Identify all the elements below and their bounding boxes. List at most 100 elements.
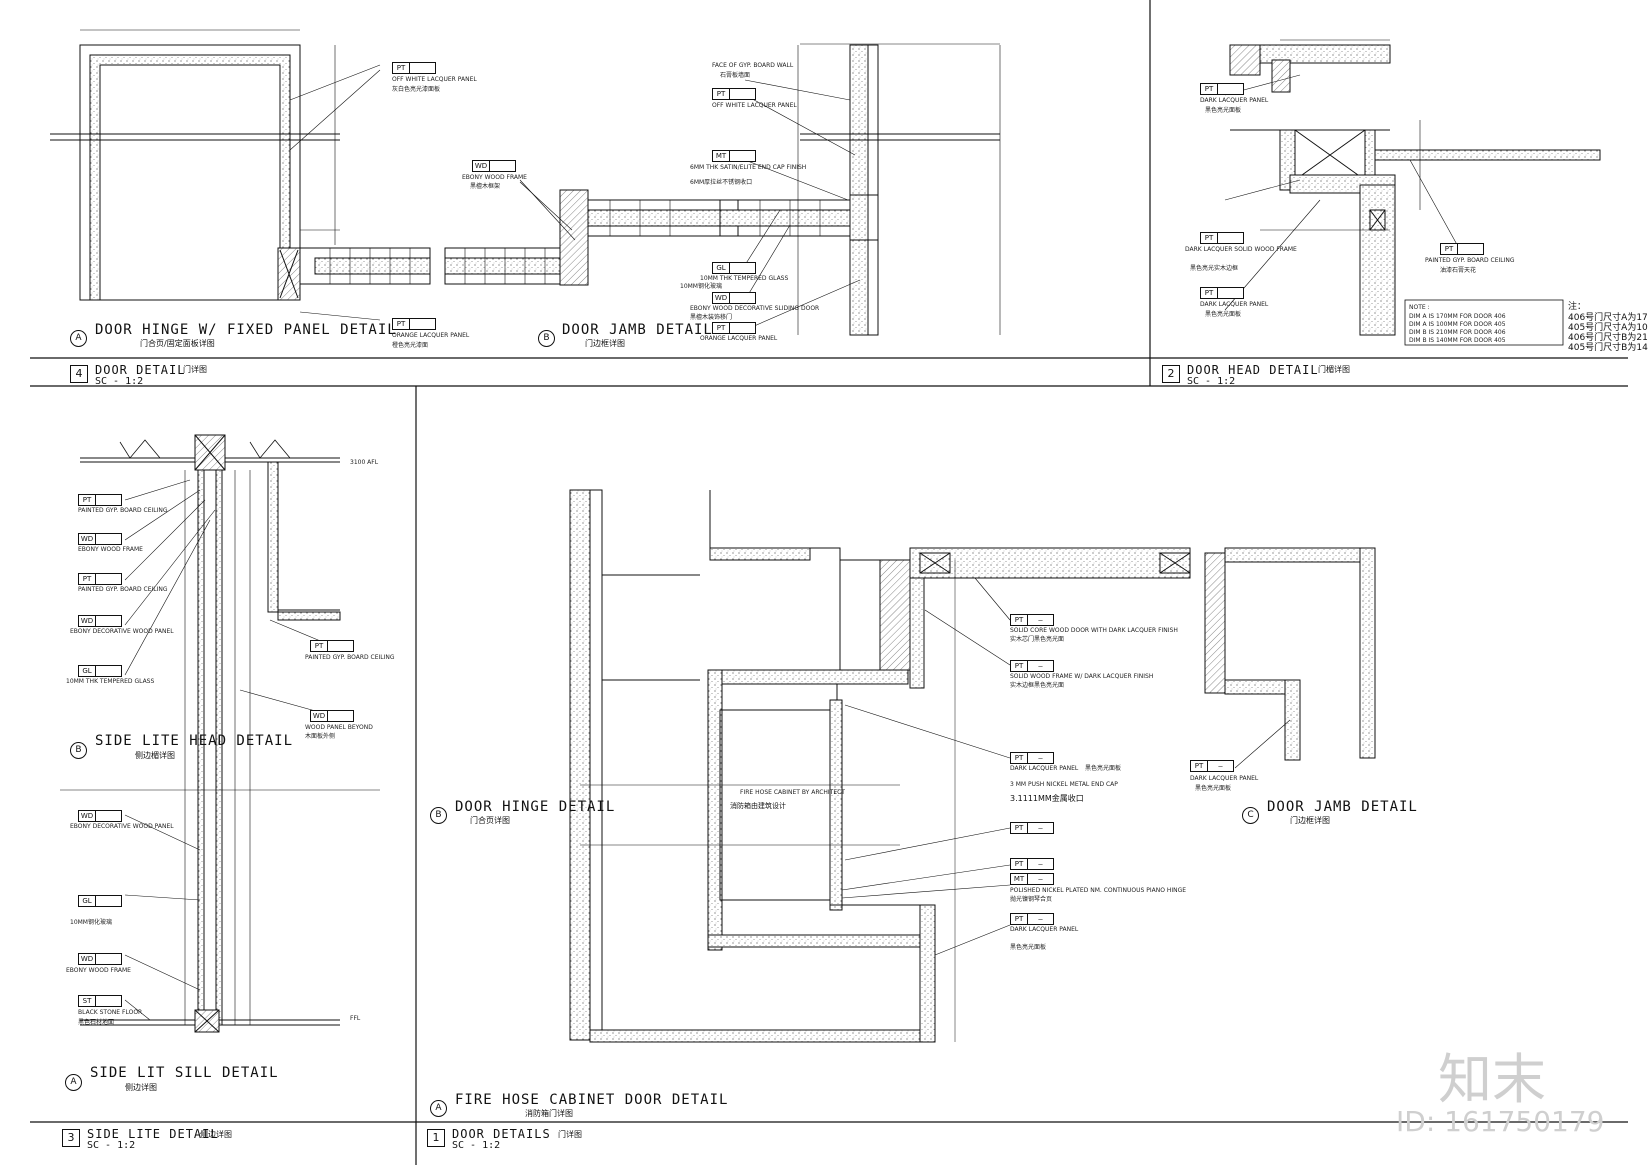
note-gyp-side: PAINTED GYP. BOARD CEILING [78, 507, 168, 514]
note-tempered-sill: 10MM钢化玻璃 [70, 919, 112, 926]
detail-title-side-sill: SIDE LIT SILL DETAIL [90, 1065, 279, 1081]
tag-wd-panel-sill: WD [78, 810, 122, 822]
note-tempered: 10MM THK TEMPERED GLASS [700, 275, 789, 282]
level-afl-side: 3100 AFL [350, 459, 379, 466]
note-dark-jamb-c: DARK LACQUER PANEL [1190, 775, 1259, 782]
note-orange: ORANGE LACQUER PANEL [392, 332, 470, 339]
note-hinge: POLISHED NICKEL PLATED NM. CONTINUOUS PI… [1010, 887, 1187, 894]
detail-subtitle-jamb-c: 门边框详图 [1290, 816, 1330, 825]
detail-title-fire-hose: FIRE HOSE CABINET DOOR DETAIL [455, 1092, 729, 1108]
detail-subtitle-side-head: 侧边楣详图 [135, 751, 175, 760]
tag-wd-sliding: WD [712, 292, 756, 304]
detail-marker-a-fire: A [430, 1100, 447, 1117]
note-solid-core: SOLID CORE WOOD DOOR WITH DARK LACQUER F… [1010, 627, 1178, 634]
note-frame-side: EBONY WOOD FRAME [78, 546, 143, 553]
note-panel-sill: EBONY DECORATIVE WOOD PANEL [70, 823, 174, 830]
note-dark-hinge: DARK LACQUER PANEL [1010, 765, 1079, 772]
note-solid-frame-cn: 实木边框黑色亮光面 [1010, 682, 1065, 689]
note-dark-panel-cn: 黑色亮光面板 [1205, 311, 1242, 318]
detail-title-jamb-c: DOOR JAMB DETAIL [1267, 799, 1418, 815]
tag-gl-side: GL [78, 665, 122, 677]
note-gyp-right: PAINTED GYP. BOARD CEILING [305, 654, 395, 661]
detail-a-hinge-fixed [50, 29, 431, 321]
note-orange-cn: 橙色亮光漆面 [392, 342, 429, 349]
note-offwhite-cn: 灰白色亮光漆面板 [392, 86, 441, 93]
tag-wd-panel-side: WD [78, 615, 122, 627]
tag-pt-dark-jamb-c: PT— [1190, 760, 1234, 772]
detail-marker-b-side-head: B [70, 742, 87, 759]
tag-pt-gyp-right: PT [310, 640, 354, 652]
note-gyp-wall-cn: 石膏板墙面 [720, 72, 751, 79]
tag-pt-dark-fire: PT— [1010, 822, 1054, 834]
note-satin-cn: 6MM厚拉丝不锈钢收口 [690, 179, 753, 186]
tag-st-floor: ST [78, 995, 122, 1007]
note-dark-bottom-cn: 黑色亮光面板 [1010, 944, 1047, 951]
detail-subtitle-side-sill: 侧边详图 [125, 1083, 157, 1092]
detail-marker-a-hinge: A [70, 330, 87, 347]
detail-subtitle-hinge: 门合页详图 [470, 816, 510, 825]
note-dim-b: DIM B IS 210MM FOR DOOR 406 [1409, 329, 1506, 336]
note-orange-jamb: ORANGE LACQUER PANEL [700, 335, 778, 342]
detail-title-jamb: DOOR JAMB DETAIL [562, 322, 713, 338]
note-dark-jamb-c-cn: 黑色亮光面板 [1195, 785, 1232, 792]
tag-mt-hinge: MT— [1010, 873, 1054, 885]
note-head-label: NOTE : [1409, 304, 1430, 311]
panel-scale-4: SC - 1:2 [95, 376, 144, 387]
detail-subtitle-jamb: 门边框详图 [585, 339, 625, 348]
panel-cn-3: 侧边详图 [200, 1130, 232, 1139]
tag-pt-gyp-side: PT [78, 494, 122, 506]
detail-marker-a-side-sill: A [65, 1074, 82, 1091]
note-fire-hose-cn: 消防箱由建筑设计 [730, 802, 786, 810]
detail-2-door-head [1224, 39, 1601, 346]
note-push-cn: 3.1111MM金属收口 [1010, 794, 1084, 803]
note-fire-hose: FIRE HOSE CABINET BY ARCHITECT [740, 789, 845, 796]
detail-subtitle-fire-hose: 消防箱门详图 [525, 1109, 573, 1118]
panel-cn-2: 门楣详图 [1318, 365, 1350, 374]
tag-pt-offwhite: PT [392, 62, 436, 74]
note-cn-head: 注： [1568, 302, 1587, 312]
note-solid-frame: SOLID WOOD FRAME W/ DARK LACQUER FINISH [1010, 673, 1154, 680]
detail-title-hinge: DOOR HINGE DETAIL [455, 799, 616, 815]
detail-title-hinge-fixed: DOOR HINGE W/ FIXED PANEL DETAIL [95, 322, 397, 338]
panel-number-2: 2 [1162, 365, 1180, 383]
tag-pt-gyp-head: PT [1440, 243, 1484, 255]
detail-marker-c-jamb: C [1242, 807, 1259, 824]
tag-wd-beyond: WD [310, 710, 354, 722]
note-offwhite-jamb: OFF WHITE LACQUER PANEL [712, 102, 797, 109]
tag-mt-satin: MT [712, 150, 756, 162]
tag-gl-sill: GL [78, 895, 122, 907]
tag-pt-dark-head: PT [1200, 83, 1244, 95]
note-wood-beyond: WOOD PANEL BEYOND [305, 724, 373, 731]
note-dim-a: DIM A IS 170MM FOR DOOR 406 [1409, 313, 1506, 320]
note-dark-frame-cn: 黑色亮光实木边框 [1190, 265, 1239, 272]
panel-title-2: DOOR HEAD DETAIL [1187, 363, 1319, 377]
note-cn-1: 406号门尺寸A为170mm [1568, 313, 1648, 323]
note-stone-floor-cn: 黑色石材地面 [78, 1019, 115, 1026]
note-frame-sill: EBONY WOOD FRAME [66, 967, 131, 974]
tag-pt-gyp-side2: PT [78, 573, 122, 585]
panel-scale-3: SC - 1:2 [87, 1140, 136, 1151]
note-gyp-head-cn: 油漆石膏天花 [1440, 267, 1477, 274]
note-dim-b2: DIM B IS 140MM FOR DOOR 405 [1409, 337, 1506, 344]
note-dark-head: DARK LACQUER PANEL [1200, 97, 1269, 104]
note-dark-panel: DARK LACQUER PANEL [1200, 301, 1269, 308]
note-dark-bottom: DARK LACQUER PANEL [1010, 926, 1079, 933]
panel-scale-1: SC - 1:2 [452, 1140, 501, 1151]
note-cn-4: 405号门尺寸B为140mm [1568, 343, 1648, 353]
tag-pt-dark-bottom: PT— [1010, 913, 1054, 925]
note-wood-beyond-cn: 木面板外侧 [305, 733, 336, 740]
panel-number-3: 3 [62, 1129, 80, 1147]
note-tempered-side: 10MM THK TEMPERED GLASS [66, 678, 155, 685]
detail-marker-b-hinge: B [430, 807, 447, 824]
sheet-grid [30, 0, 1628, 1165]
panel-cn-4: 门详图 [183, 365, 207, 374]
tag-pt-dark-hinge: PT— [1010, 752, 1054, 764]
panel-title-4: DOOR DETAIL [95, 363, 186, 377]
detail-subtitle-hinge-fixed: 门合页/固定面板详图 [140, 339, 215, 348]
detail-marker-b-jamb: B [538, 330, 555, 347]
tag-wd-ebony: WD [472, 160, 516, 172]
tag-pt-dark-frame: PT [1200, 232, 1244, 244]
note-stone-floor: BLACK STONE FLOOR [78, 1009, 143, 1016]
tag-pt-dark-fire2: PT— [1010, 858, 1054, 870]
